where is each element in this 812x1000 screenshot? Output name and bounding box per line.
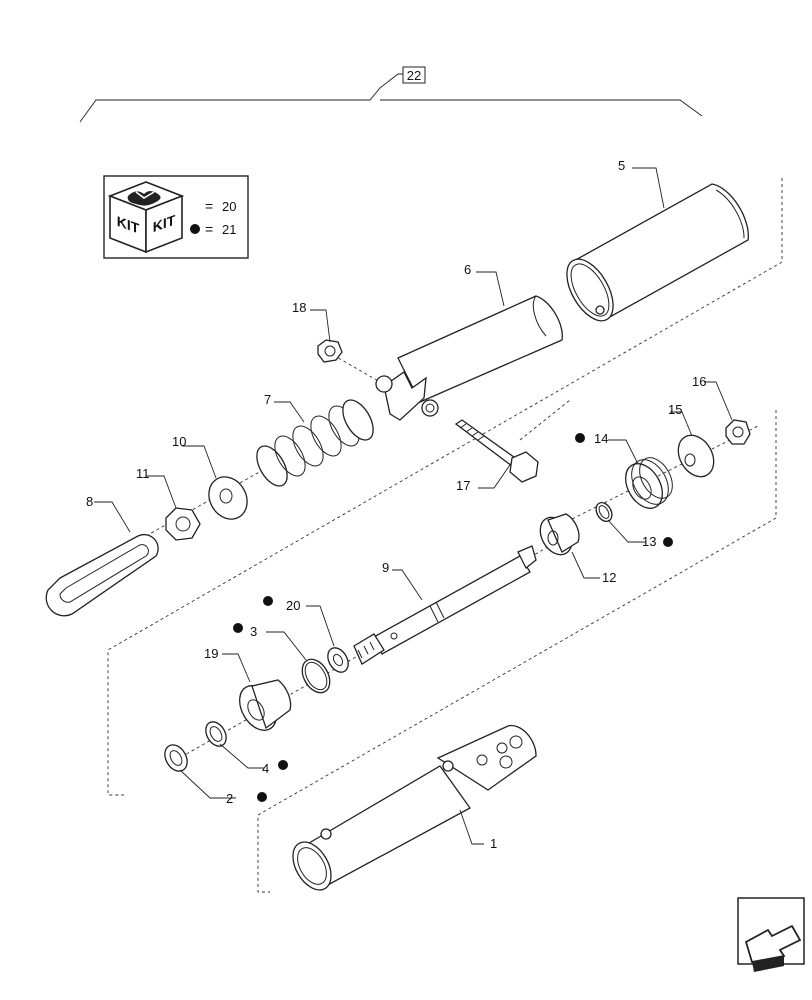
- label-part-8[interactable]: 8: [86, 494, 93, 509]
- part-3-oring[interactable]: [297, 654, 336, 697]
- assembly-envelope-lower: [257, 410, 777, 893]
- part-10-washer[interactable]: [201, 470, 254, 526]
- label-part-6[interactable]: 6: [464, 262, 471, 277]
- part-5-outer-tube[interactable]: [557, 183, 749, 328]
- label-part-18[interactable]: 18: [292, 300, 306, 315]
- part-2-washer[interactable]: [160, 741, 191, 775]
- label-part-14[interactable]: 14: [594, 431, 608, 446]
- part-16-nut[interactable]: [725, 419, 751, 445]
- part-6-cylinder-clevis[interactable]: [375, 295, 563, 421]
- label-part-13[interactable]: 13: [642, 534, 656, 549]
- bullet-icon: [575, 433, 585, 443]
- part-11-nut[interactable]: [165, 507, 201, 541]
- bullet-icon: [257, 792, 267, 802]
- part-7-spring[interactable]: [251, 395, 380, 491]
- part-8-slotted-link[interactable]: [45, 533, 159, 617]
- label-part-17[interactable]: 17: [456, 478, 470, 493]
- label-part-10[interactable]: 10: [172, 434, 186, 449]
- part-19-gland[interactable]: [232, 679, 292, 737]
- kit-bullets: [233, 433, 673, 802]
- label-part-20[interactable]: 20: [286, 598, 300, 613]
- assembly-callout-22[interactable]: 22: [79, 66, 703, 123]
- label-part-7[interactable]: 7: [264, 392, 271, 407]
- part-18-nut[interactable]: [317, 339, 343, 363]
- label-part-12[interactable]: 12: [602, 570, 616, 585]
- bullet-icon: [663, 537, 673, 547]
- leader-lines: [94, 167, 733, 845]
- label-part-5[interactable]: 5: [618, 158, 625, 173]
- assembly-envelope-upper: [107, 178, 783, 796]
- bullet-icon: [233, 623, 243, 633]
- kit-number-20: 20: [222, 199, 236, 214]
- label-part-11[interactable]: 11: [136, 466, 150, 481]
- bullet-icon: [190, 224, 200, 234]
- kit-box-icon: KIT KIT: [107, 181, 185, 254]
- part-17-bolt[interactable]: [454, 419, 539, 483]
- part-4-ring[interactable]: [202, 718, 231, 750]
- kit-number-21: 21: [222, 222, 236, 237]
- part-13-oring[interactable]: [593, 500, 615, 524]
- back-arrow-icon[interactable]: [737, 897, 805, 972]
- bullet-icon: [278, 760, 288, 770]
- part-9-rod[interactable]: [353, 545, 537, 665]
- part-labels: 1 2 3 4 5 6 7 8 9 10 11 12 13 14 15 16 1…: [86, 158, 706, 851]
- part-14-seal[interactable]: [618, 452, 679, 515]
- label-part-3[interactable]: 3: [250, 624, 257, 639]
- label-part-4[interactable]: 4: [262, 761, 269, 776]
- part-20-washer[interactable]: [324, 644, 353, 676]
- label-part-9[interactable]: 9: [382, 560, 389, 575]
- part-15-washer[interactable]: [671, 429, 721, 483]
- svg-text:=: =: [205, 221, 213, 237]
- part-1-barrel[interactable]: [285, 724, 537, 897]
- kit-legend: KIT KIT = 20 = 21: [103, 175, 249, 259]
- assembly-number: 22: [407, 68, 421, 83]
- label-part-16[interactable]: 16: [692, 374, 706, 389]
- label-part-15[interactable]: 15: [668, 402, 682, 417]
- label-part-1[interactable]: 1: [490, 836, 497, 851]
- bullet-icon: [263, 596, 273, 606]
- label-part-19[interactable]: 19: [204, 646, 218, 661]
- kit-equals-sign: =: [205, 198, 213, 214]
- label-part-2[interactable]: 2: [226, 791, 233, 806]
- part-12-bushing[interactable]: [534, 512, 580, 561]
